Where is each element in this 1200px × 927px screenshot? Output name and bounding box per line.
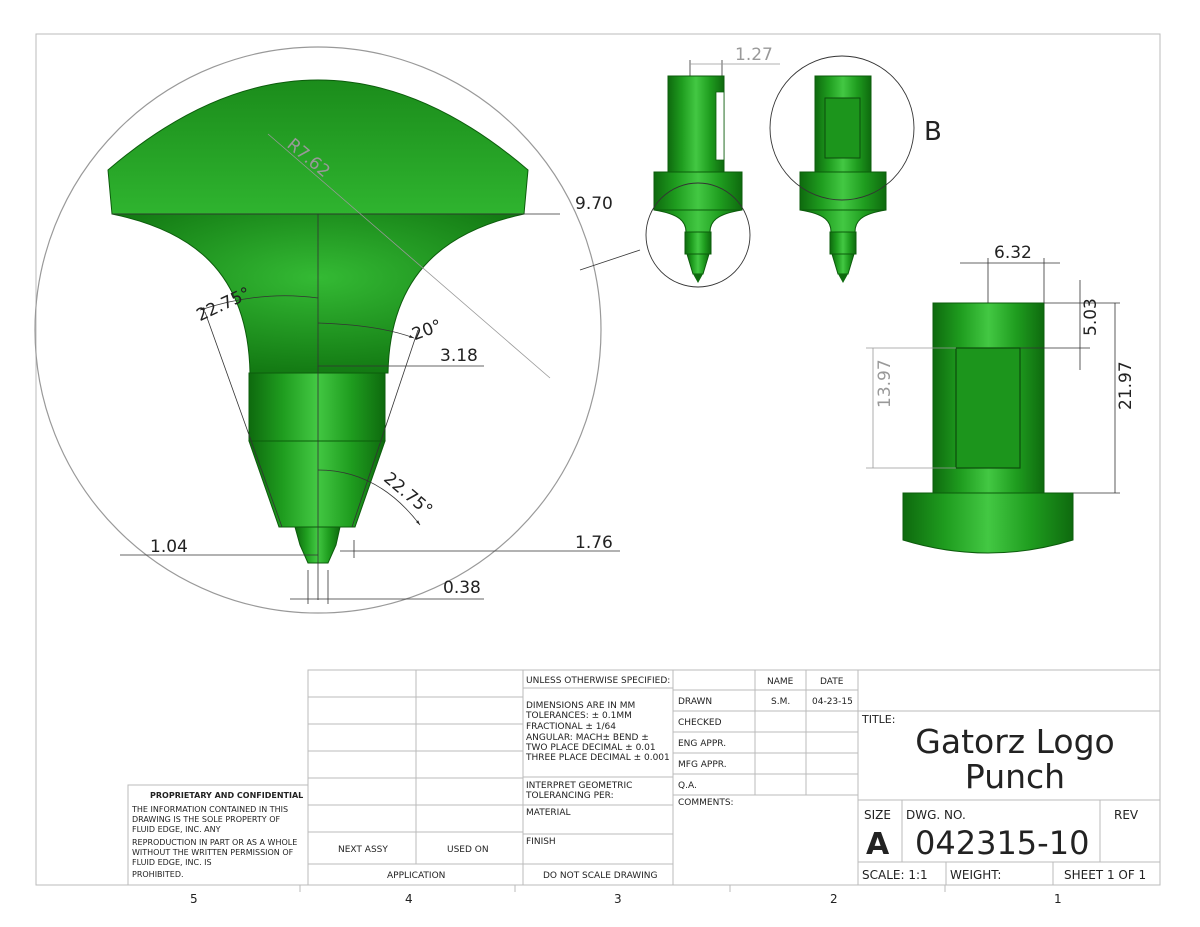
do-not-scale: DO NOT SCALE DRAWING: [543, 871, 658, 881]
application-label: APPLICATION: [387, 871, 445, 881]
drawn-name: S.M.: [771, 697, 790, 707]
zone-label-2: 2: [830, 892, 838, 906]
zone-label-3: 3: [614, 892, 622, 906]
spec-line-2: TOLERANCES: ± 0.1MM: [525, 711, 632, 721]
comments-label: COMMENTS:: [678, 798, 734, 808]
dim-3-18: 3.18: [440, 346, 478, 366]
title-label: TITLE:: [861, 713, 895, 726]
dwg-no-label: DWG. NO.: [906, 808, 966, 822]
proprietary-line-1: THE INFORMATION CONTAINED IN THIS: [131, 805, 288, 814]
dim-1-04: 1.04: [150, 537, 188, 557]
spec-line-1: DIMENSIONS ARE IN MM: [526, 701, 635, 711]
dim-9-70: 9.70: [575, 194, 613, 214]
dim-1-76: 1.76: [575, 533, 613, 553]
dim-13-97: 13.97: [875, 359, 895, 408]
size-label: SIZE: [864, 808, 891, 822]
spec-line-3: FRACTIONAL ± 1/64: [526, 722, 616, 732]
size-value: A: [866, 827, 890, 862]
proprietary-title: PROPRIETARY AND CONFIDENTIAL: [150, 791, 303, 800]
mfg-appr-label: MFG APPR.: [678, 760, 727, 770]
detail-view-large: [34, 46, 641, 614]
dwg-no-value: 042315-10: [915, 824, 1089, 862]
zone-label-1: 1: [1054, 892, 1062, 906]
next-assy-label: NEXT ASSY: [338, 845, 388, 855]
unless-specified: UNLESS OTHERWISE SPECIFIED:: [526, 676, 670, 686]
proprietary-line-5: WITHOUT THE WRITTEN PERMISSION OF: [132, 848, 294, 857]
date-header: DATE: [820, 677, 844, 687]
drawing-title-line-2: Punch: [965, 757, 1065, 796]
detail-circle-large: [34, 46, 602, 614]
name-header: NAME: [767, 677, 794, 687]
side-view: [645, 60, 780, 288]
rev-label: REV: [1114, 808, 1139, 822]
detail-view-b: [866, 258, 1120, 554]
spec-line-5: TWO PLACE DECIMAL ± 0.01: [525, 743, 656, 753]
sheet-label: SHEET 1 OF 1: [1064, 868, 1146, 882]
title-block: [127, 669, 1161, 886]
spec-line-6: THREE PLACE DECIMAL ± 0.001: [525, 753, 670, 763]
qa-label: Q.A.: [678, 781, 697, 791]
material-label: MATERIAL: [526, 808, 571, 818]
proprietary-line-3: FLUID EDGE, INC. ANY: [132, 825, 221, 834]
interpret-line-1: INTERPRET GEOMETRIC: [526, 781, 632, 791]
part-taper: [248, 440, 386, 528]
weight-label: WEIGHT:: [950, 868, 1001, 882]
used-on-label: USED ON: [447, 845, 489, 855]
dim-angle-22-75-bottom: 22.75°: [380, 468, 437, 520]
finish-label: FINISH: [526, 837, 556, 847]
dim-angle-20: 20°: [409, 316, 444, 345]
proprietary-line-6: FLUID EDGE, INC. IS: [132, 858, 212, 867]
eng-appr-label: ENG APPR.: [678, 739, 726, 749]
spec-line-4: ANGULAR: MACH± BEND ±: [526, 733, 649, 743]
part-cylinder: [248, 372, 386, 442]
dim-21-97: 21.97: [1116, 361, 1136, 410]
drawing-title-line-1: Gatorz Logo: [915, 722, 1114, 761]
dim-6-32: 6.32: [994, 243, 1032, 263]
interpret-line-2: TOLERANCING PER:: [525, 791, 614, 801]
proprietary-line-2: DRAWING IS THE SOLE PROPERTY OF: [132, 815, 280, 824]
drawn-label: DRAWN: [678, 697, 712, 707]
checked-label: CHECKED: [678, 718, 722, 728]
dim-0-38: 0.38: [443, 578, 481, 598]
scale-label: SCALE: 1:1: [862, 868, 928, 882]
dim-1-27: 1.27: [735, 45, 773, 65]
detail-label-b: B: [924, 117, 942, 147]
zone-label-5: 5: [190, 892, 198, 906]
part-cap: [107, 79, 529, 215]
part-tip: [294, 526, 341, 564]
zone-ticks: [299, 885, 946, 892]
proprietary-line-7: PROHIBITED.: [132, 870, 184, 879]
proprietary-line-4: REPRODUCTION IN PART OR AS A WHOLE: [132, 838, 297, 847]
front-view: [769, 55, 915, 283]
drawn-date: 04-23-15: [812, 697, 853, 707]
zone-label-4: 4: [405, 892, 413, 906]
dim-5-03: 5.03: [1081, 298, 1101, 336]
